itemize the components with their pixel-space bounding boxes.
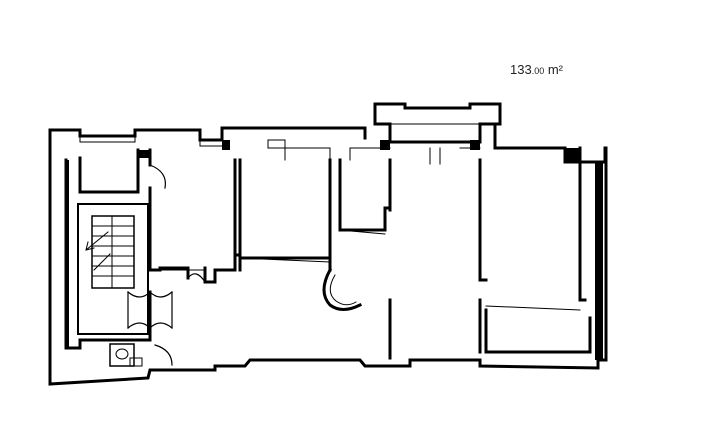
door-double-jamb <box>127 291 173 329</box>
stair-core <box>77 203 149 335</box>
door-wc <box>154 344 173 366</box>
curved-vestibule-inner <box>329 274 357 306</box>
stair-arrow <box>85 231 111 271</box>
wc-box <box>109 343 135 367</box>
toilet-icon <box>115 348 129 360</box>
area-unit: m² <box>544 62 563 77</box>
bay-window <box>373 102 497 144</box>
door-double-1 <box>127 291 173 298</box>
door-swings <box>127 164 206 366</box>
door-upper-left <box>149 164 167 189</box>
curved-vestibule <box>322 267 363 311</box>
area-label: 133.00 m² <box>510 62 563 77</box>
area-decimal: .00 <box>531 66 545 76</box>
partitions <box>78 146 592 360</box>
stair-well <box>91 215 135 289</box>
stair-treads <box>91 215 135 289</box>
top-windows <box>79 135 566 165</box>
partition-details <box>159 229 581 311</box>
sink-icon <box>129 357 143 367</box>
wall-pillars <box>66 140 603 360</box>
area-integer: 133 <box>510 62 532 77</box>
door-lower-left <box>187 273 206 283</box>
door-double-2 <box>127 322 173 329</box>
